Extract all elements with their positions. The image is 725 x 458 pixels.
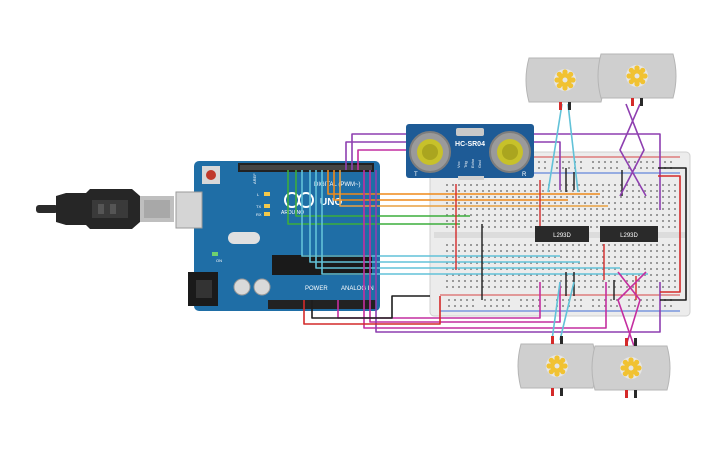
wire-lightblue-4 <box>321 170 648 275</box>
motor-top-right <box>597 53 677 106</box>
aref-label: AREF <box>252 173 257 184</box>
motor-bottom-right <box>591 338 671 398</box>
arduino-logo-label: ARDUINO <box>281 210 304 216</box>
dc-motors <box>517 53 677 398</box>
digital-header-pins <box>240 165 372 170</box>
sensor-pin-gnd-label: Gnd <box>477 160 482 168</box>
wire-orange-3 <box>339 170 608 207</box>
wire-black-ground <box>311 295 430 319</box>
wire-red-rail-link <box>658 175 681 293</box>
digital-header-label: DIGITAL (PWM~) <box>314 182 361 188</box>
wire-purple-3 <box>375 170 661 333</box>
wire-magenta-4 <box>337 282 541 319</box>
tx-label: TX <box>256 204 261 209</box>
breadboard-holes <box>446 161 676 307</box>
sensor-right-mark: R <box>522 172 527 178</box>
motor-driver-right: L293D <box>600 226 658 242</box>
wire-green-1 <box>295 170 470 217</box>
sensor-left-mark: T <box>414 172 418 178</box>
arduino-logo-icon <box>284 192 314 208</box>
wire-orange-2 <box>333 170 568 201</box>
wire-black-rail-link <box>658 167 687 301</box>
sensor-model-label: HC-SR04 <box>455 141 485 148</box>
motor-gear-icon <box>620 357 642 379</box>
motor-top-left <box>525 57 605 110</box>
wire-magenta-3 <box>369 170 561 323</box>
ultrasonic-sensor: HC-SR04 Vcc Trig Echo Gnd T R <box>406 124 534 180</box>
motor-driver-right-label: L293D <box>620 233 638 239</box>
motor-gear-icon <box>546 355 568 377</box>
wire-magenta-2 <box>363 170 607 329</box>
led-l-label: L <box>257 192 260 197</box>
wire-lightblue-3 <box>315 170 620 269</box>
arduino-brand-label: UNO <box>320 197 342 208</box>
on-label: ON <box>216 258 222 263</box>
wire-red-power <box>303 296 441 325</box>
sensor-pin-trig-label: Trig <box>463 161 468 168</box>
motor-driver-left: L293D <box>535 226 589 242</box>
arduino-uno-board: UNO ARDUINO DIGITAL (PWM~) POWER ANALOG … <box>175 161 380 311</box>
usb-cable <box>36 189 174 229</box>
sensor-pin-vcc-label: Vcc <box>456 161 461 168</box>
motor-gear-icon <box>626 65 648 87</box>
analog-header-label: ANALOG IN <box>341 286 374 292</box>
wire-orange-1 <box>327 170 600 195</box>
motor-gear-icon <box>554 69 576 91</box>
wires <box>287 103 687 347</box>
wire-lightblue-1 <box>301 170 560 257</box>
wire-lightblue-2 <box>309 170 580 263</box>
sensor-pin-echo-label: Echo <box>470 158 475 168</box>
power-header-label: POWER <box>305 286 328 292</box>
wire-green-2 <box>287 170 460 225</box>
motor-driver-left-label: L293D <box>553 233 571 239</box>
reset-button-icon <box>206 170 216 180</box>
rx-label: RX <box>256 212 262 217</box>
motor-bottom-left <box>517 336 597 396</box>
